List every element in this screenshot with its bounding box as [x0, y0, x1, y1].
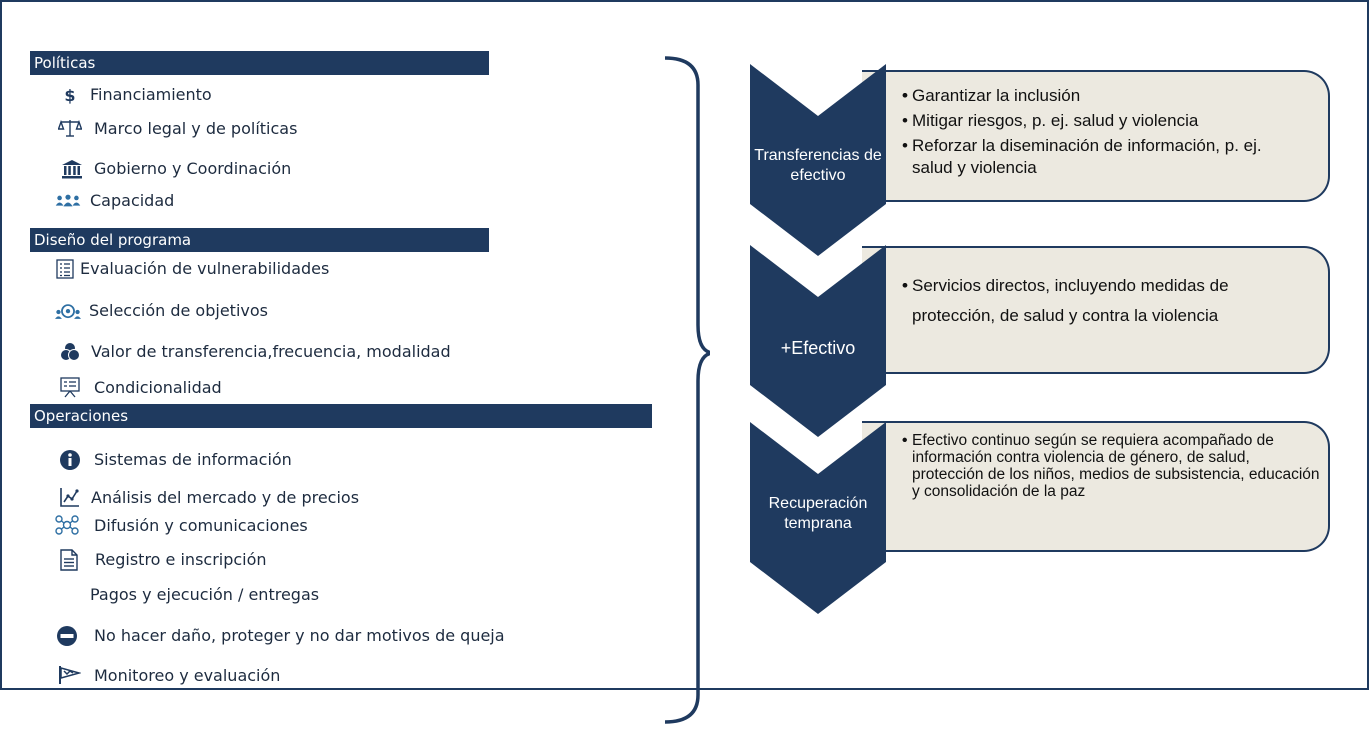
target-people-icon [55, 301, 81, 323]
phase-box-efectivo: Servicios directos, incluyendo medidas d… [862, 246, 1330, 374]
phase-label-efectivo: +Efectivo [780, 338, 856, 358]
item-seleccion-objetivos: Selección de objetivos [89, 301, 268, 320]
bullet-1: Efectivo continuo según se requiera acom… [902, 432, 1320, 500]
government-building-icon [59, 158, 85, 180]
item-marco-legal: Marco legal y de políticas [94, 119, 298, 138]
flag-icon [56, 664, 82, 686]
svg-text:$: $ [64, 86, 75, 104]
phase-label-recuperacion: Recuperación temprana [768, 495, 868, 532]
item-analisis-mercado: Análisis del mercado y de precios [91, 488, 360, 507]
network-icon [54, 514, 80, 536]
curly-brace [664, 56, 710, 724]
scales-icon [57, 117, 83, 139]
item-capacidad: Capacidad [90, 191, 175, 210]
checklist-icon [52, 258, 78, 280]
item-no-hacer-dano: No hacer daño, proteger y no dar motivos… [94, 626, 505, 645]
diagram-frame [0, 0, 1369, 690]
phase-label-transferencias: Transferencias de efectivo [754, 147, 882, 184]
phase-box-transferencias: Garantizar la inclusión Mitigar riesgos,… [862, 70, 1330, 202]
item-pagos: Pagos y ejecución / entregas [90, 585, 320, 604]
bullet-1: Garantizar la inclusión [902, 85, 1322, 107]
presentation-board-icon [57, 376, 83, 398]
chevron-recuperacion [750, 422, 886, 614]
circles-icon [57, 341, 83, 363]
item-valor-transferencia: Valor de transferencia,frecuencia, modal… [91, 342, 451, 361]
people-group-icon [55, 190, 81, 212]
item-monitoreo: Monitoreo y evaluación [94, 666, 281, 685]
no-entry-icon [54, 625, 80, 647]
chevron-transferencias [750, 64, 886, 256]
item-condicionalidad: Condicionalidad [94, 378, 222, 397]
item-sistemas-informacion: Sistemas de información [94, 450, 292, 469]
item-gobierno: Gobierno y Coordinación [94, 159, 292, 178]
item-difusion: Difusión y comunicaciones [94, 516, 308, 535]
section-header-operaciones: Operaciones [30, 404, 652, 428]
info-icon [57, 449, 83, 471]
section-header-diseno: Diseño del programa [30, 228, 489, 252]
item-registro: Registro e inscripción [95, 550, 267, 569]
bullet-2: Mitigar riesgos, p. ej. salud y violenci… [902, 110, 1322, 132]
item-evaluacion-vulnerabilidades: Evaluación de vulnerabilidades [80, 259, 330, 278]
item-financiamiento: Financiamiento [90, 85, 212, 104]
section-header-politicas: Políticas [30, 51, 489, 75]
line-chart-icon [57, 486, 83, 508]
bullet-1: Servicios directos, incluyendo medidas d… [902, 271, 1302, 331]
document-icon [56, 549, 82, 571]
dollar-icon: $ [57, 84, 83, 106]
phase-box-recuperacion: Efectivo continuo según se requiera acom… [862, 421, 1330, 552]
chevron-efectivo [750, 245, 886, 437]
bullet-3: Reforzar la diseminación de información,… [902, 135, 1292, 179]
